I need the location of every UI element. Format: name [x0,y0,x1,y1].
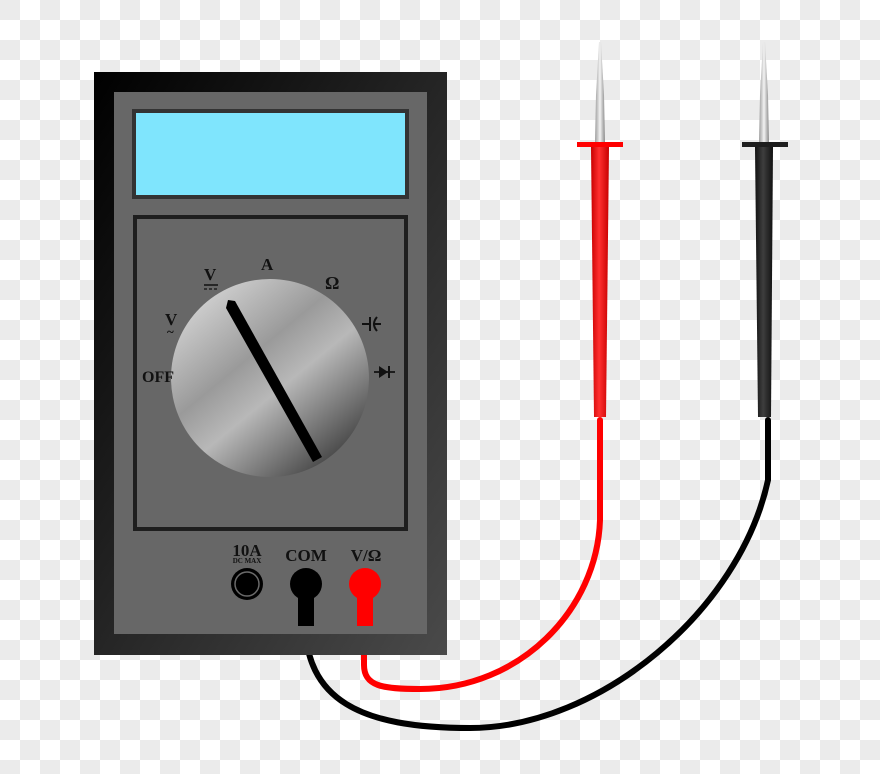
black-probe-tip [759,42,769,142]
red-probe[interactable] [577,42,623,417]
svg-text:V: V [165,310,178,329]
dial-label-v-ac[interactable]: V ~ [165,310,178,339]
dial-label-ohms[interactable]: Ω [325,273,339,293]
dial-label-amps[interactable]: A [261,255,274,274]
dial-label-v-dc[interactable]: V [204,265,218,290]
dial-label-off[interactable]: OFF [142,369,174,386]
svg-text:V: V [204,265,217,284]
jack-label-10a: 10A [232,541,262,560]
black-probe-handle [755,147,773,417]
black-probe-guard [742,142,788,147]
capacitor-icon[interactable] [362,316,381,332]
black-cable[interactable] [302,417,771,732]
jack-10a[interactable] [231,568,263,600]
jack-sublabel-dc-max: DC MAX [233,557,262,565]
diode-icon[interactable] [374,366,395,378]
jack-com-black-plug[interactable] [290,568,322,626]
red-probe-handle [591,147,609,417]
red-probe-guard [577,142,623,147]
jack-label-com: COM [285,546,327,565]
jack-volt-ohm-red-plug[interactable] [349,568,381,626]
svg-text:~: ~ [167,324,174,339]
jack-label-volt-ohm: V/Ω [351,546,382,565]
lcd-display [132,109,409,199]
red-cable[interactable] [361,417,603,693]
black-probe[interactable] [742,42,788,417]
red-probe-tip [595,42,605,142]
rotary-selector-knob[interactable] [171,279,369,477]
multimeter-body: OFF V ~ V A Ω 10A DC MAX COM V/Ω [94,72,447,655]
knob-pointer [226,300,322,462]
